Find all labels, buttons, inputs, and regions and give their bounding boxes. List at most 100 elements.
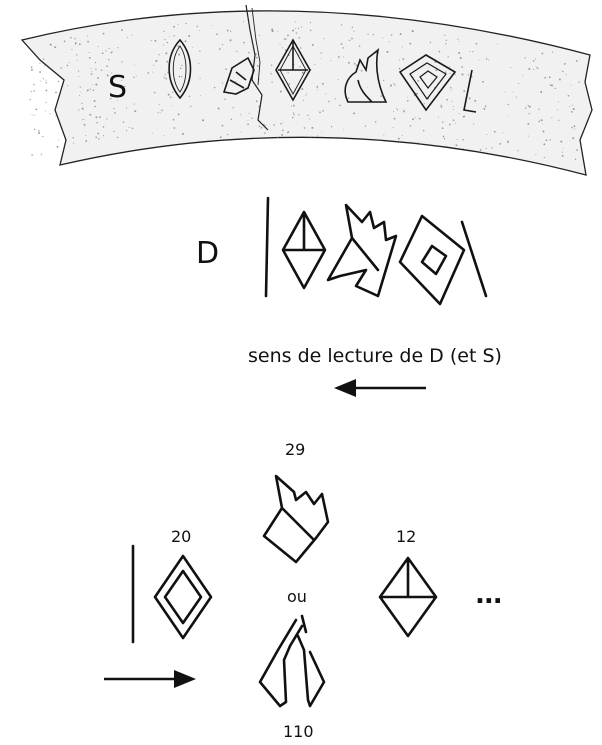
stipple-dot — [30, 91, 32, 93]
stipple-dot — [99, 116, 101, 119]
stipple-dot — [38, 132, 40, 135]
stipple-dot — [49, 113, 51, 115]
stipple-dot — [39, 71, 42, 73]
stipple-dot — [411, 30, 413, 33]
stipple-dot — [394, 84, 396, 86]
stipple-dot — [113, 130, 115, 133]
stipple-dot — [352, 113, 354, 115]
reading-direction-caption: sens de lecture de D (et S) — [248, 345, 502, 367]
stipple-dot — [428, 66, 430, 68]
d-sign-rhombus-cross — [281, 210, 327, 290]
d-left-bar — [264, 196, 270, 298]
stipple-dot — [541, 52, 544, 55]
stipple-dot — [512, 91, 514, 93]
stipple-dot — [528, 113, 530, 115]
stipple-dot — [456, 144, 458, 147]
stipple-dot — [221, 124, 224, 127]
stipple-dot — [558, 119, 560, 121]
stipple-dot — [309, 21, 312, 24]
stipple-dot — [185, 22, 187, 25]
stipple-dot — [342, 47, 344, 49]
stipple-dot — [202, 119, 205, 122]
stipple-dot — [557, 109, 559, 111]
stipple-dot — [271, 81, 273, 83]
stipple-dot — [562, 147, 564, 149]
stipple-dot — [164, 39, 166, 41]
stipple-dot — [306, 93, 308, 95]
d-sign-double-rhombus — [398, 214, 466, 306]
stipple-dot — [504, 91, 506, 93]
stipple-dot — [188, 95, 191, 98]
stipple-dot — [317, 135, 319, 137]
stipple-dot — [163, 30, 165, 33]
stipple-dot — [147, 72, 150, 74]
stipple-dot — [94, 61, 97, 64]
stipple-dot — [302, 99, 305, 101]
stipple-dot — [399, 33, 402, 36]
stipple-dot — [488, 59, 490, 61]
stipple-dot — [179, 67, 182, 70]
stipple-dot — [258, 125, 261, 128]
stipple-dot — [271, 28, 274, 31]
stipple-dot — [230, 118, 233, 121]
stipple-dot — [81, 102, 83, 104]
stipple-dot — [39, 62, 41, 64]
stipple-dot — [449, 72, 451, 74]
stipple-dot — [171, 105, 173, 107]
stipple-dot — [440, 104, 442, 107]
stipple-dot — [301, 26, 303, 28]
stipple-dot — [456, 139, 458, 140]
stipple-dot — [515, 96, 517, 98]
stipple-dot — [216, 33, 218, 36]
stipple-dot — [380, 95, 383, 97]
stipple-dot — [270, 73, 272, 75]
stipple-dot — [270, 64, 273, 66]
stipple-dot — [420, 142, 422, 145]
stipple-dot — [199, 77, 201, 79]
stipple-dot — [56, 145, 59, 148]
stipple-dot — [288, 83, 291, 85]
stipple-dot — [247, 123, 249, 126]
stipple-dot — [279, 44, 281, 46]
stipple-dot — [571, 104, 573, 106]
stipple-dot — [242, 21, 245, 23]
stipple-dot — [163, 135, 165, 137]
stipple-dot — [447, 56, 449, 58]
stipple-dot — [256, 65, 259, 67]
stipple-dot — [108, 47, 110, 50]
stipple-dot — [486, 134, 488, 136]
stipple-dot — [94, 105, 96, 108]
stipple-dot — [483, 107, 486, 110]
stipple-dot — [565, 74, 567, 76]
stipple-dot — [461, 73, 464, 76]
stipple-dot — [243, 41, 245, 44]
stipple-dot — [390, 34, 393, 36]
stipple-dot — [390, 85, 392, 88]
stipple-dot — [106, 50, 108, 52]
stipple-dot — [355, 64, 358, 67]
stipple-dot — [486, 57, 488, 59]
stipple-dot — [570, 84, 572, 86]
stipple-dot — [417, 80, 420, 82]
stipple-dot — [417, 142, 419, 143]
stipple-dot — [561, 154, 564, 157]
stipple-dot — [88, 57, 91, 59]
stipple-dot — [92, 84, 94, 86]
stipple-dot — [122, 121, 125, 124]
stipple-dot — [110, 51, 113, 54]
stipple-dot — [79, 86, 81, 88]
stipple-dot — [222, 44, 224, 46]
stipple-dot — [454, 73, 456, 75]
or-label: ou — [287, 587, 307, 606]
stipple-dot — [554, 87, 556, 90]
stipple-dot — [328, 100, 330, 103]
stipple-dot — [89, 88, 91, 90]
stipple-dot — [502, 132, 504, 134]
stipple-dot — [95, 116, 98, 119]
stipple-dot — [340, 24, 343, 26]
stipple-dot — [97, 77, 99, 79]
stipple-dot — [340, 43, 343, 45]
stipple-dot — [423, 103, 425, 105]
stipple-dot — [87, 40, 89, 43]
